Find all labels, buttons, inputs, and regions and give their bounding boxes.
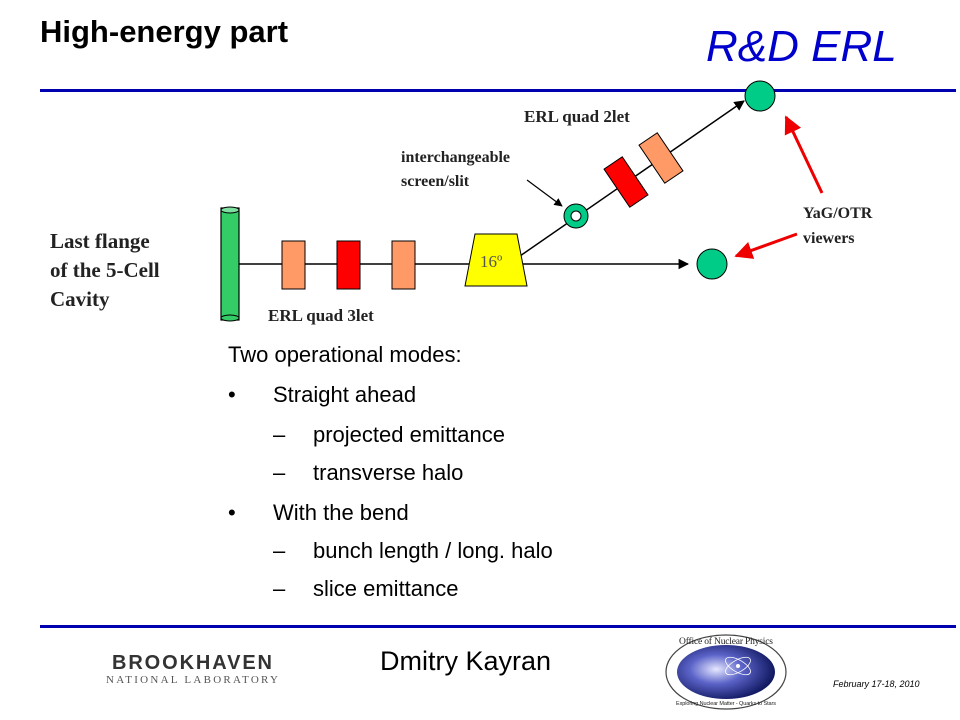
viewer-straight-line bbox=[696, 248, 728, 280]
onp-logo-title: Office of Nuclear Physics bbox=[679, 636, 773, 647]
last-flange-label-line-1: Last flange bbox=[50, 229, 150, 253]
modes-intro: Two operational modes: bbox=[228, 342, 462, 367]
bullet-1-marker: • bbox=[228, 382, 236, 407]
nuclear-physics-office-logo: Office of Nuclear Physics Exploring Nucl… bbox=[665, 634, 787, 710]
quad-2let-magnet-2 bbox=[638, 132, 684, 184]
sub-dash-1: – bbox=[273, 422, 286, 447]
onp-logo-tagline: Exploring Nuclear Matter - Quarks to Sta… bbox=[676, 701, 776, 707]
sub-item-slice-emittance: slice emittance bbox=[313, 576, 459, 601]
slide-title: High-energy part bbox=[40, 14, 289, 49]
last-flange-label: Last flange of the 5-Cell Cavity bbox=[50, 227, 160, 314]
viewer-bent-line bbox=[744, 80, 776, 112]
author-name: Dmitry Kayran bbox=[380, 646, 552, 676]
viewer-arrow-upper bbox=[784, 115, 824, 194]
viewers-label-line-1: YaG/OTR bbox=[803, 205, 873, 222]
presentation-date: February 17-18, 2010 bbox=[833, 679, 920, 689]
sub-item-bunch-length: bunch length / long. halo bbox=[313, 538, 553, 563]
sub-item-projected-emittance: projected emittance bbox=[313, 422, 505, 447]
quad-3let-magnet-3 bbox=[391, 240, 416, 290]
bullet-2-marker: • bbox=[228, 500, 236, 525]
sub-item-transverse-halo: transverse halo bbox=[313, 460, 464, 485]
mode-with-the-bend: With the bend bbox=[273, 500, 409, 525]
screen-slit-label: interchangeable screen/slit bbox=[401, 146, 510, 194]
screen-slit-ring bbox=[563, 203, 589, 229]
bnl-logo-text-2: NATIONAL LABORATORY bbox=[106, 674, 278, 686]
viewer-arrow-lower bbox=[734, 232, 798, 259]
bottom-divider bbox=[40, 625, 956, 628]
bend-angle-label: 16º bbox=[480, 252, 503, 271]
brand-title: R&D ERL bbox=[706, 22, 897, 71]
quad-3let-label: ERL quad 3let bbox=[268, 306, 374, 325]
viewers-label: YaG/OTR viewers bbox=[803, 201, 872, 251]
bend-dipole bbox=[464, 233, 528, 287]
last-flange-label-line-3: Cavity bbox=[50, 287, 110, 311]
quad-3let-magnet-1 bbox=[281, 240, 306, 290]
screen-slit-label-line-2: screen/slit bbox=[401, 173, 470, 190]
screen-slit-pointer bbox=[526, 179, 563, 207]
last-flange-label-line-2: of the 5-Cell bbox=[50, 258, 160, 282]
quad-2let-magnet-1 bbox=[603, 156, 649, 208]
top-divider bbox=[40, 89, 956, 92]
viewers-label-line-2: viewers bbox=[803, 230, 855, 247]
mode-straight-ahead: Straight ahead bbox=[273, 382, 417, 407]
sub-dash-3: – bbox=[273, 538, 286, 563]
cavity-last-flange bbox=[220, 206, 240, 322]
quad-2let-label: ERL quad 2let bbox=[524, 107, 630, 126]
brookhaven-logo: BROOKHAVEN NATIONAL LABORATORY bbox=[106, 652, 278, 686]
screen-slit-label-line-1: interchangeable bbox=[401, 149, 511, 166]
sub-dash-4: – bbox=[273, 576, 286, 601]
bnl-logo-text-1: BROOKHAVEN bbox=[112, 652, 272, 674]
sub-dash-2: – bbox=[273, 460, 286, 485]
quad-3let-magnet-2 bbox=[336, 240, 361, 290]
